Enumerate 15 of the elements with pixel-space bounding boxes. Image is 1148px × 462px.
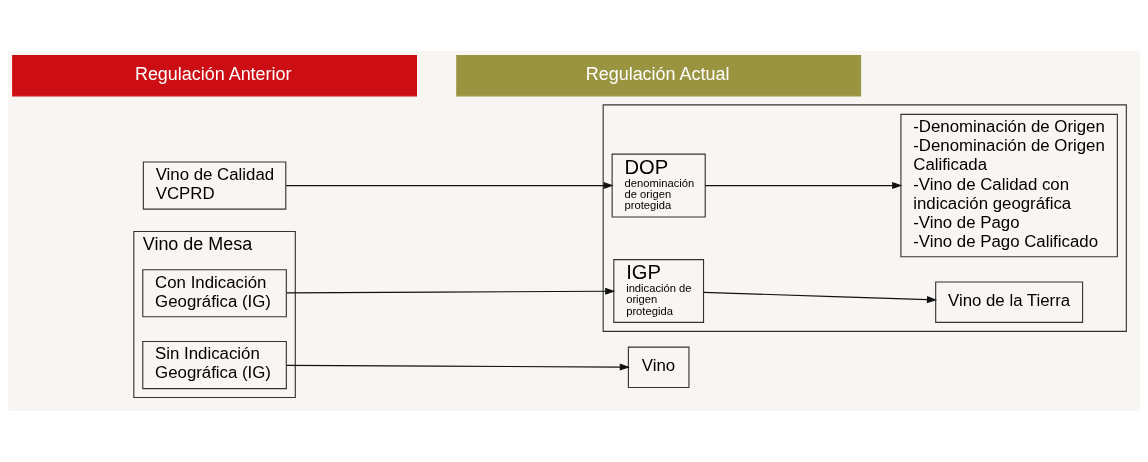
node-box: Regulación Anterior	[12, 54, 417, 97]
node-box: Vino de Calidad VCPRD	[142, 161, 287, 210]
arrow	[285, 182, 614, 190]
node-box: -Denominación de Origen -Denominación de Origen Calificada -Vino de Calidad con indicación geográfica -Vino de Pago -Vino de Pago Calificado	[900, 113, 1118, 258]
node-box: Vino de la Tierra	[935, 281, 1084, 323]
arrow	[703, 291, 938, 304]
node-box: Regulación Actual	[456, 54, 862, 97]
node-box: Con Indicación Geográfica (IG)	[142, 269, 287, 318]
arrow	[286, 287, 616, 295]
node-box: Sin Indicación Geográfica (IG)	[142, 340, 287, 390]
node-box: DOP denominación de origen protegida	[611, 153, 706, 218]
arrow	[286, 363, 630, 371]
node-box: Vino	[627, 346, 690, 388]
arrow	[704, 182, 903, 190]
node-box: IGP indicación de origen protegida	[613, 259, 705, 323]
